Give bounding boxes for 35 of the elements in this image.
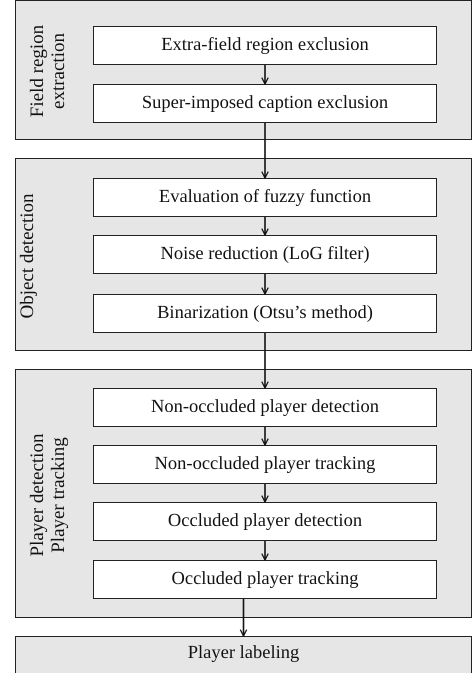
process-box (93, 84, 437, 123)
stage-label: Player detection Player tracking (27, 432, 69, 558)
step-label: Occluded player detection (168, 511, 362, 532)
arrow (261, 123, 269, 179)
step-label: Non-occluded player tracking (154, 454, 376, 475)
process-box (93, 388, 437, 427)
arrow (261, 541, 269, 561)
process-box (93, 235, 437, 274)
stage-panel (15, 158, 472, 351)
process-box (93, 26, 437, 65)
arrow (240, 599, 248, 637)
arrow (261, 427, 269, 446)
process-box (93, 294, 437, 333)
arrow (261, 217, 269, 236)
process-box (93, 502, 437, 541)
process-box (93, 445, 437, 484)
step-label: Non-occluded player detection (150, 397, 380, 418)
arrow (261, 274, 269, 295)
arrow (261, 65, 269, 85)
step-label: Occluded player tracking (172, 569, 358, 590)
arrow (261, 333, 269, 389)
stage-label: Object detection (17, 192, 39, 320)
step-label: Noise reduction (LoG filter) (160, 244, 370, 265)
process-box (93, 560, 437, 599)
stage-panel (15, 636, 472, 673)
step-label: Evaluation of fuzzy function (158, 187, 372, 208)
step-label: Super-imposed caption exclusion (142, 93, 388, 114)
stage-panel (15, 369, 472, 618)
arrow (261, 484, 269, 503)
step-label: Binarization (Otsu’s method) (157, 303, 373, 324)
stage-panel (15, 0, 472, 140)
step-label: Extra-field region exclusion (161, 35, 369, 56)
stage-label: Field region extraction (27, 24, 69, 120)
stage-label: Player labeling (186, 643, 300, 664)
process-box (93, 178, 437, 217)
